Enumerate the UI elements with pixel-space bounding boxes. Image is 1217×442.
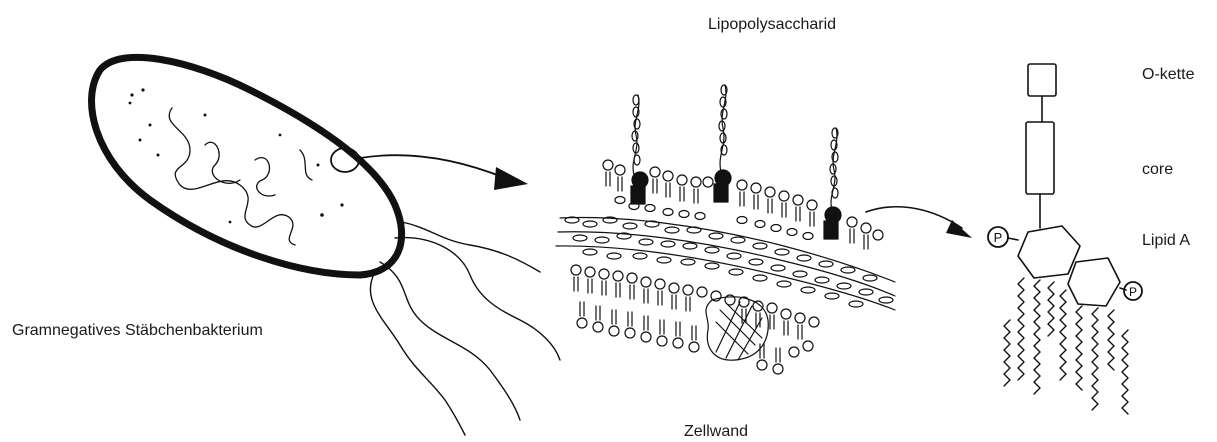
lps-chain-beads [632,85,838,198]
lipid-a-sugar-1 [1018,226,1080,278]
lps-label: Lipopolysaccharid [708,16,836,34]
lipid-a-heads [631,170,841,239]
membrane-protein [706,297,768,360]
phosphate-label-right: P [1129,285,1137,299]
fatty-acid-chains [1004,278,1128,414]
core-box [1026,122,1054,194]
lipid-a-label: Lipid A [1142,232,1190,250]
peptidoglycan-layer [556,217,895,310]
bacterium-cell-wall-outline [92,57,402,275]
lipid-a-sugar-2 [1068,258,1120,306]
inner-membrane-tails [574,277,813,374]
cell-wall-drawing [556,85,895,374]
bacterium-label: Gramnegatives Stäbchenbakterium [12,322,263,340]
core-label: core [1142,161,1173,179]
phosphate-label-left: P [994,230,1003,245]
cell-wall-label: Zellwand [684,423,748,441]
lps-structure-drawing [988,64,1142,414]
o-chain-label: O-kette [1142,66,1194,84]
bacterium-ribosomes [129,88,344,223]
o-chain-box [1028,64,1056,96]
bacterium-drawing [92,57,560,435]
arrow-to-lps-structure [866,207,972,238]
inner-membrane-heads [571,265,819,327]
